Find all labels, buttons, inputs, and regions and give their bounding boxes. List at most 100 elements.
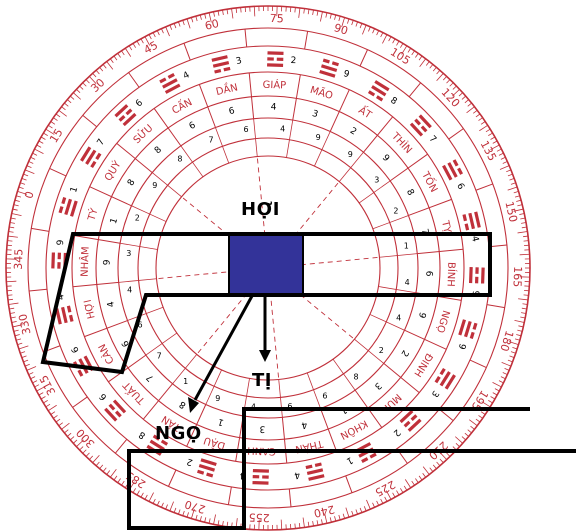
degree-label: 75 — [269, 12, 283, 25]
degree-tick — [64, 429, 69, 434]
trigram-line — [457, 167, 464, 175]
dashed-spoke — [158, 268, 255, 279]
degree-tick — [23, 173, 29, 177]
degree-tick — [32, 380, 38, 384]
degree-tick — [24, 363, 30, 367]
degree-tick — [467, 429, 472, 434]
degree-tick — [418, 55, 423, 61]
degree-tick — [79, 85, 84, 90]
degree-tick — [461, 436, 466, 441]
degree-tick — [464, 432, 469, 437]
degree-tick — [121, 50, 125, 56]
degree-tick — [7, 240, 13, 242]
mountain-number: 7 — [145, 372, 156, 383]
degree-tick — [92, 455, 100, 463]
sector-divider — [288, 488, 292, 507]
degree-tick — [121, 480, 125, 486]
trigram-line — [262, 475, 269, 479]
degree-tick — [34, 384, 40, 388]
trigram-line — [122, 112, 137, 127]
trigram-line — [51, 252, 56, 269]
degree-tick — [521, 312, 527, 314]
arrow-to-ti-head — [259, 350, 271, 362]
trigram-line — [474, 276, 479, 284]
dashed-spoke — [278, 276, 354, 339]
trigram-symbol — [458, 319, 478, 339]
degree-tick — [521, 226, 527, 229]
inner-number: 7 — [209, 136, 214, 145]
degree-tick — [36, 385, 46, 392]
degree-label: 270 — [183, 497, 207, 516]
degree-tick — [21, 178, 27, 181]
degree-tick — [199, 14, 202, 20]
mountain-number: 9 — [380, 153, 391, 164]
degree-tick — [516, 199, 522, 202]
mountain-number: 9 — [416, 311, 427, 320]
degree-tick — [334, 516, 337, 522]
degree-tick — [518, 298, 529, 301]
degree-tick — [475, 418, 481, 423]
degree-tick — [362, 24, 367, 35]
degree-tick — [7, 235, 18, 238]
dashed-spoke — [197, 278, 260, 354]
dashed-spoke — [276, 182, 339, 258]
mountain-name: NGỌ — [434, 309, 451, 334]
degree-tick — [48, 404, 57, 412]
degree-tick — [325, 12, 328, 18]
trigram-number: 2 — [290, 56, 296, 66]
trigram-number: 2 — [186, 456, 194, 467]
trigram-line — [403, 420, 411, 428]
degree-tick — [89, 455, 94, 460]
mountain-name: DẦN — [214, 79, 239, 98]
inner-number: 4 — [396, 314, 401, 323]
degree-tick — [479, 124, 488, 132]
trigram-number: 6 — [98, 391, 109, 402]
degree-tick — [407, 48, 412, 53]
degree-tick — [522, 303, 528, 305]
trigram-line — [369, 452, 377, 459]
degree-tick — [140, 38, 144, 44]
trigram-line — [61, 197, 67, 205]
inner-number: 8 — [177, 155, 182, 164]
trigram-line — [197, 469, 205, 475]
inner-number: 9 — [316, 133, 321, 142]
trigram-line — [267, 51, 284, 56]
degree-tick — [18, 186, 24, 189]
degree-label: 180 — [497, 329, 516, 353]
degree-tick — [117, 53, 121, 58]
degree-tick — [470, 425, 475, 430]
degree-tick — [380, 32, 384, 38]
degree-tick — [165, 504, 168, 510]
degree-tick — [140, 492, 144, 498]
ring-circle — [71, 71, 465, 465]
trigram-number: 6 — [70, 344, 82, 354]
trigram-line — [80, 146, 92, 162]
degree-tick — [514, 320, 525, 323]
arrow-to-ngo — [193, 295, 254, 401]
degree-label: 0 — [22, 190, 36, 200]
degree-tick — [455, 436, 463, 444]
degree-tick — [95, 461, 100, 466]
degree-tick — [82, 449, 87, 454]
degree-tick — [117, 478, 121, 483]
degree-label: 15 — [47, 126, 65, 145]
trigram-line — [331, 61, 339, 67]
degree-tick — [161, 502, 164, 508]
mountain-name: HỢI — [83, 298, 98, 320]
trigram-line — [214, 68, 222, 74]
degree-label: 240 — [312, 502, 335, 519]
degree-tick — [341, 17, 345, 28]
mountain-number: 4 — [300, 419, 308, 430]
degree-tick — [20, 351, 26, 354]
trigram-symbol — [197, 458, 217, 478]
degree-label: 60 — [204, 17, 221, 33]
degree-tick — [480, 411, 486, 415]
mountain-number: 8 — [404, 188, 416, 198]
degree-tick — [10, 316, 16, 319]
trigram-number: 6 — [134, 98, 145, 109]
sector-divider — [475, 183, 493, 191]
degree-tick — [186, 512, 189, 518]
degree-tick — [469, 419, 478, 426]
degree-tick — [312, 9, 314, 15]
degree-tick — [501, 362, 512, 367]
